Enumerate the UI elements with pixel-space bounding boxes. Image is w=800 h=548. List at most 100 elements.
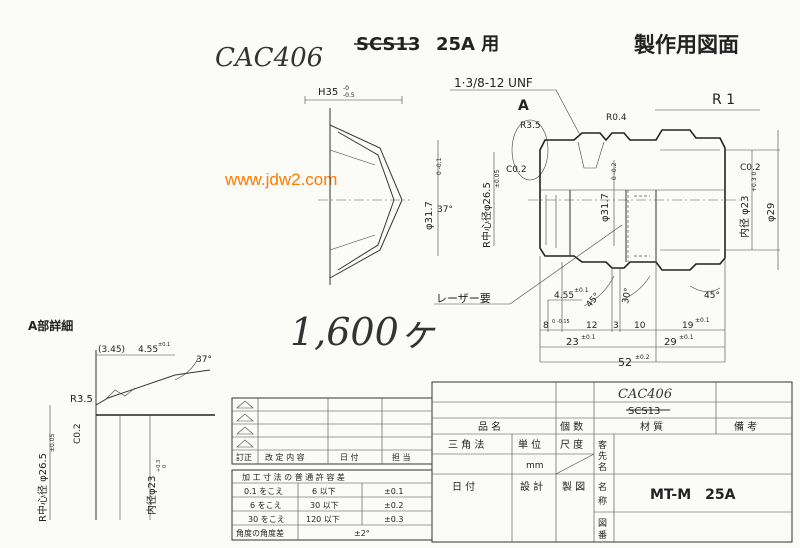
tb-material-struck: SCS13: [628, 406, 660, 417]
rev-col-revision: 訂正: [236, 452, 252, 462]
tb-drawing-no-2: 番: [598, 529, 607, 541]
detail-a-view: A部詳細 (3.45) 4.55 ±0.1 37° R3.5 C0.2 R中心径…: [28, 318, 215, 522]
detail-dim-345: (3.45): [98, 345, 125, 355]
detail-angle-37: 37°: [196, 355, 212, 365]
tb-customer-3: 名: [598, 461, 607, 473]
rev-col-date: 日 付: [340, 452, 359, 462]
inner-phi-label: 内径 φ23: [738, 196, 751, 239]
angle-30-label: 30°: [621, 287, 634, 304]
detail-r-center: R中心径 φ26.5: [36, 453, 49, 522]
inner-tol: +0.3 0: [751, 172, 758, 192]
tb-unit-value: mm: [526, 461, 544, 471]
rev-col-owner: 担 当: [392, 452, 411, 462]
tb-col-remarks: 備 考: [734, 420, 757, 433]
detail-r35: R3.5: [70, 394, 93, 405]
dim-23-tol: ±0.1: [581, 334, 596, 341]
section-a-label: A: [518, 98, 529, 114]
tb-name-label-2: 称: [598, 495, 607, 507]
material-handwritten: CAC406: [215, 43, 323, 73]
angle-37-label: 37°: [437, 205, 453, 215]
dim-29-label: 29: [664, 337, 677, 348]
detail-inner-tol-lower: 0: [162, 465, 168, 468]
r35-label: R3.5: [520, 121, 541, 131]
tb-projection: 三 角 法: [448, 438, 484, 451]
thread-label: 1·3/8-12 UNF: [454, 76, 533, 90]
rev-col-content: 改 定 内 容: [265, 452, 305, 462]
detail-inner-phi: 内径φ23: [145, 476, 158, 515]
dim-455-label: 4.55: [554, 291, 574, 301]
dim-8-tol: 0 -0.15: [552, 319, 570, 325]
dim-455-tol: ±0.1: [574, 287, 589, 294]
detail-a-title: A部詳細: [28, 318, 73, 333]
dim-29-tol: ±0.1: [679, 334, 694, 341]
detail-inner-tol-upper: +0.3: [156, 460, 162, 472]
dim-19-tol: ±0.1: [695, 317, 710, 324]
watermark: www.jdw2.com: [224, 170, 337, 189]
dim-52-label: 52: [618, 356, 632, 369]
phi317-center-tol: 0 -0.2: [611, 162, 618, 180]
tol-r1-to: 6 以下: [312, 487, 336, 496]
phi317-center-label: φ31.7: [600, 193, 611, 222]
detail-dim-455-tol: ±0.1: [158, 342, 170, 348]
size-label: 25A 用: [436, 34, 499, 55]
dim-12-label: 12: [586, 321, 597, 331]
tb-drawing-label: 製 図: [562, 480, 585, 493]
tb-col-quantity: 個 数: [560, 420, 583, 433]
c02-right-label: C0.2: [740, 163, 761, 173]
dim-8-label: 8: [543, 321, 549, 331]
revision-table: 訂正 改 定 内 容 日 付 担 当: [231, 397, 433, 465]
hex-tol-lower: -0.5: [343, 92, 355, 99]
hex-h-label: H35: [318, 87, 338, 98]
dim-52-tol: ±0.2: [635, 354, 650, 361]
detail-r-center-tol: ±0.05: [49, 433, 56, 452]
detail-dim-455: 4.55: [138, 345, 158, 355]
hex-view: H35 -0 -0.5: [304, 85, 410, 285]
detail-c02: C0.2: [73, 423, 83, 444]
tb-customer-2: 先: [598, 450, 607, 462]
tb-col-material: 材 質: [640, 420, 663, 433]
tb-date-label: 日 付: [452, 480, 475, 493]
main-view: 1·3/8-12 UNF A R3.5 R0.4 R 1 C0.2 C0.2 3…: [424, 76, 780, 369]
angle-45-b-label: 45°: [704, 291, 720, 301]
tb-scale-label: 尺 度: [560, 438, 583, 451]
tol-angle-value: ±2°: [354, 529, 370, 538]
tb-name-value: MT-M 25A: [650, 487, 736, 503]
tolerance-table: 加 工 寸 法 の 普 通 許 容 差 0.1 をこえ 6 以下 ±0.1 6 …: [231, 469, 433, 541]
dim-10-label: 10: [634, 321, 646, 331]
tol-r2-from: 6 をこえ: [250, 501, 282, 510]
tolerance-title: 加 工 寸 法 の 普 通 許 容 差: [242, 472, 345, 482]
r04-label: R0.4: [606, 113, 627, 123]
tol-angle-label: 角度の角度差: [236, 528, 284, 538]
tol-r1-from: 0.1 をこえ: [244, 487, 283, 496]
tb-customer-1: 客: [598, 439, 607, 451]
angle-45-a-label: 45°: [585, 291, 603, 310]
tol-r2-value: ±0.2: [384, 501, 403, 510]
dim-3-label: 3: [613, 321, 619, 331]
r-center-tol: ±0.05: [494, 169, 501, 188]
c02-left-label: C0.2: [506, 165, 527, 175]
title-block: CAC406 SCS13 品 名 個 数 材 質 備 考 三 角 法 単 位 尺…: [431, 381, 793, 543]
phi317-left-label: φ31.7: [424, 201, 435, 230]
document-title: 製作用図面: [633, 33, 739, 57]
tol-r1-value: ±0.1: [384, 487, 403, 496]
dim-23-label: 23: [566, 337, 579, 348]
quantity-handwritten: 1,600ヶ: [290, 310, 437, 354]
tb-drawing-no-1: 図: [598, 518, 607, 529]
hex-tol-upper: -0: [343, 85, 349, 92]
tol-r2-to: 30 以下: [310, 501, 339, 510]
r1-label: R 1: [712, 92, 735, 108]
tol-r3-to: 120 以下: [306, 515, 340, 524]
tb-unit-label: 単 位: [518, 438, 541, 451]
phi317-left-tol: 0 -0.1: [436, 157, 443, 175]
tb-name-label-1: 名: [598, 481, 607, 493]
tb-design-label: 設 計: [520, 480, 543, 493]
r-center-phi-label: R中心径φ26.5: [480, 182, 493, 248]
tol-r3-from: 30 をこえ: [248, 515, 285, 524]
tb-material-handwritten: CAC406: [618, 387, 672, 402]
dim-19-label: 19: [682, 321, 694, 331]
tb-col-product: 品 名: [478, 420, 501, 433]
phi29-label: φ29: [766, 203, 777, 222]
tol-r3-value: ±0.3: [384, 515, 403, 524]
